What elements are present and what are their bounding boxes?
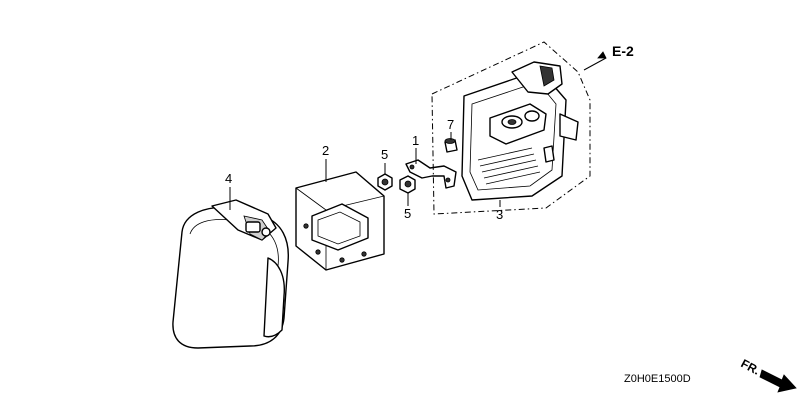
direction-label: FR.: [739, 356, 763, 377]
air-cleaner-element: [295, 171, 385, 271]
collar: [444, 138, 458, 153]
bracket: [405, 159, 457, 189]
reference-label: E-2: [612, 43, 634, 59]
front-direction-indicator: FR.: [739, 356, 797, 393]
callout-5-upper: 5: [381, 147, 388, 162]
air-cleaner-case: [431, 41, 591, 215]
callout-5-lower: 5: [404, 206, 411, 221]
callout-3: 3: [496, 207, 503, 222]
air-cleaner-cover: [172, 199, 289, 349]
drawing-code: Z0H0E1500D: [624, 373, 691, 385]
leader-lines: [229, 51, 607, 210]
direction-arrow-icon: [759, 369, 797, 393]
callout-1: 1: [412, 133, 419, 148]
nut-upper: [377, 173, 393, 191]
callout-2: 2: [322, 143, 329, 158]
callout-4: 4: [225, 171, 232, 186]
callout-7: 7: [447, 117, 454, 132]
nut-lower: [399, 175, 416, 194]
